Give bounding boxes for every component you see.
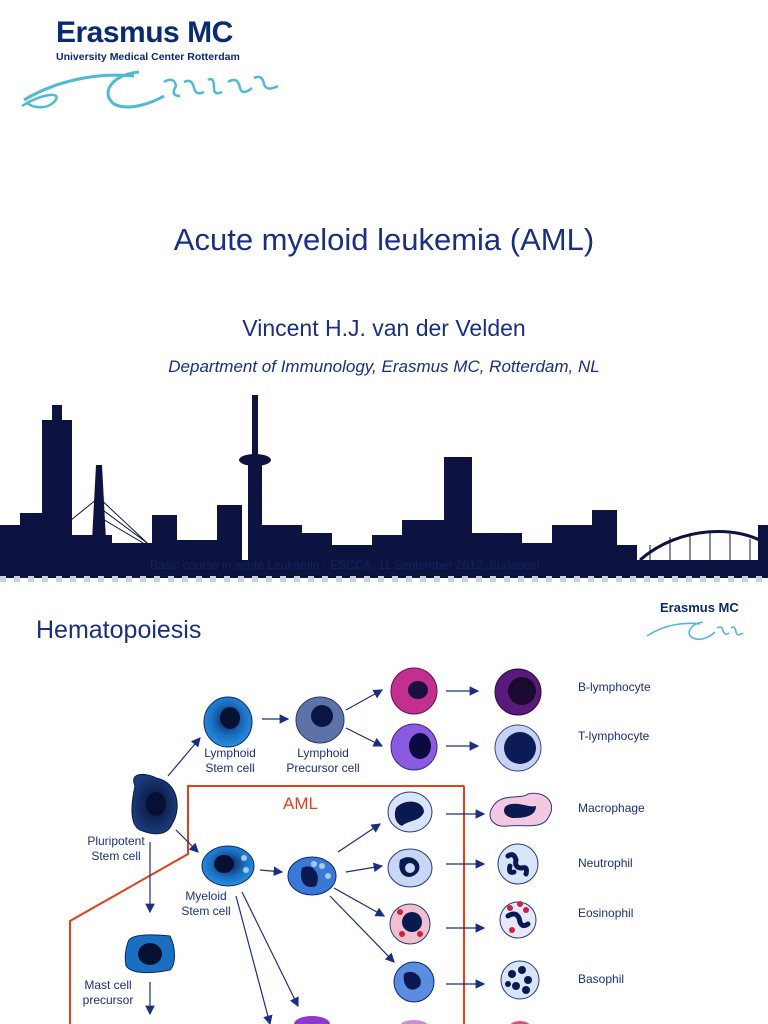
mast-cell-precursor-icon: [124, 934, 175, 974]
presentation-title: Acute myeloid leukemia (AML): [173, 222, 595, 257]
output-label-basophil: Basophil: [578, 972, 625, 986]
hematopoiesis-slide: Hematopoiesis Erasmus MC: [0, 586, 768, 1024]
slide-title: Hematopoiesis: [36, 616, 202, 644]
title-slide: Erasmus MC University Medical Center Rot…: [0, 16, 768, 578]
erythroid-partial-icon: [400, 1020, 428, 1024]
platelet-partial-icon: [510, 1021, 530, 1024]
b-precursor-cell-icon: [390, 667, 438, 715]
b-lymphocyte-icon: [494, 668, 542, 716]
rotterdam-skyline: [0, 395, 768, 578]
output-label-macrophage: Macrophage: [578, 801, 645, 815]
eosinophil-precursor-icon: [389, 903, 431, 945]
erasmus-signature-logo: [21, 70, 279, 109]
pluripotent-stem-cell-icon: [131, 774, 178, 835]
t-precursor-cell-icon: [390, 723, 438, 771]
myeloid-precursor-cell-icon: [287, 856, 337, 896]
small-signature-logo: [646, 621, 744, 641]
basophil-icon: [500, 960, 540, 1000]
lymphoid-precursor-cell-icon: [295, 696, 345, 744]
pluripotent-stem-cell-label: Pluripotent Stem cell: [87, 834, 145, 863]
mast-cell-precursor-label: Mast cell precursor: [82, 978, 134, 1007]
small-logo-name: Erasmus MC: [660, 600, 739, 615]
department-line: Department of Immunology, Erasmus MC, Ro…: [168, 357, 600, 376]
slide-gap: [0, 578, 768, 586]
basophil-precursor-icon: [393, 961, 435, 1003]
output-label-b-lymphocyte: B-lymphocyte: [578, 680, 651, 694]
output-label-neutrophil: Neutrophil: [578, 856, 633, 870]
t-lymphocyte-icon: [494, 724, 542, 772]
lymphoid-precursor-cell-label: Lymphoid Precursor cell: [286, 746, 360, 775]
eosinophil-icon: [499, 901, 537, 939]
monocyte-precursor-icon: [387, 791, 433, 833]
neutrophil-precursor-icon: [387, 848, 433, 888]
output-label-t-lymphocyte: T-lymphocyte: [578, 729, 650, 743]
footer-text: Basic course in acute Leukemia - ESCCA, …: [150, 558, 540, 572]
myeloid-stem-cell-label: Myeloid Stem cell: [181, 889, 231, 918]
megakaryocyte-partial-icon: [294, 1016, 330, 1024]
hematopoiesis-diagram: [69, 667, 553, 1024]
lineage-arrows: [145, 686, 486, 1024]
middle-dashed-border: [0, 576, 768, 582]
logo-name: Erasmus MC: [56, 16, 233, 49]
macrophage-icon: [489, 792, 553, 827]
myeloid-stem-cell-icon: [201, 845, 255, 887]
neutrophil-icon: [497, 843, 539, 885]
output-label-eosinophil: Eosinophil: [578, 906, 634, 920]
logo-subtitle: University Medical Center Rotterdam: [56, 51, 240, 63]
author-name: Vincent H.J. van der Velden: [242, 315, 526, 341]
lymphoid-stem-cell-icon: [203, 696, 253, 748]
lymphoid-stem-cell-label: Lymphoid Stem cell: [204, 746, 256, 775]
aml-label: AML: [283, 794, 318, 813]
